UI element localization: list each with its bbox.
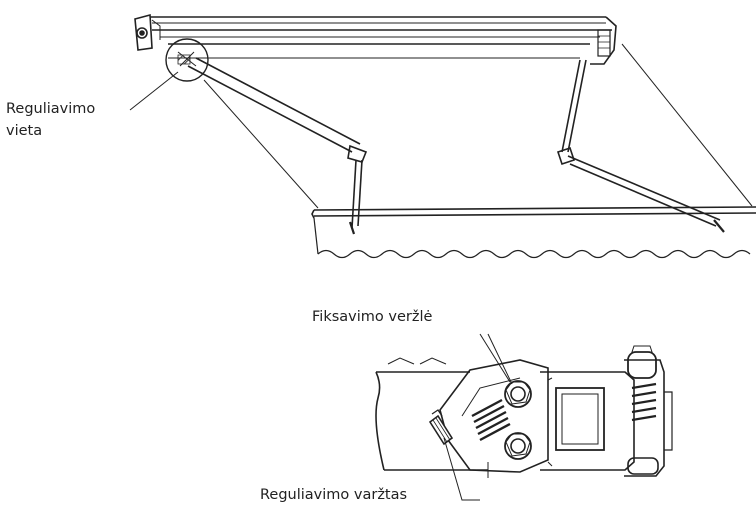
left-arm — [187, 57, 368, 235]
fixing-nut-top — [504, 380, 532, 408]
detail-circle — [165, 38, 209, 82]
label-regulation-point-line1: Reguliavimo — [6, 101, 96, 117]
right-arm — [556, 59, 725, 233]
fabric-edge-right — [621, 43, 753, 207]
clamp-spring — [631, 382, 657, 422]
label-fixing-nuts: Fiksavimo veržlė — [312, 309, 433, 325]
label-adjusting-bolt: Reguliavimo varžtas — [260, 487, 408, 503]
adjusting-bolt-leader — [443, 437, 480, 501]
awning-assembly — [129, 13, 756, 259]
regulation-point-leader — [129, 71, 179, 111]
fixing-nut-leader-2 — [487, 333, 513, 385]
adjusting-bolt — [428, 409, 454, 446]
label-regulation-point-line2: vieta — [6, 123, 43, 139]
bracket-detail — [375, 333, 673, 501]
front-bar — [311, 206, 756, 259]
spring — [471, 398, 511, 442]
fabric-edge-left — [203, 79, 319, 209]
fixing-nut-bottom — [504, 432, 532, 460]
fixing-nut-leader-1 — [479, 333, 511, 383]
top-rail — [134, 13, 617, 65]
